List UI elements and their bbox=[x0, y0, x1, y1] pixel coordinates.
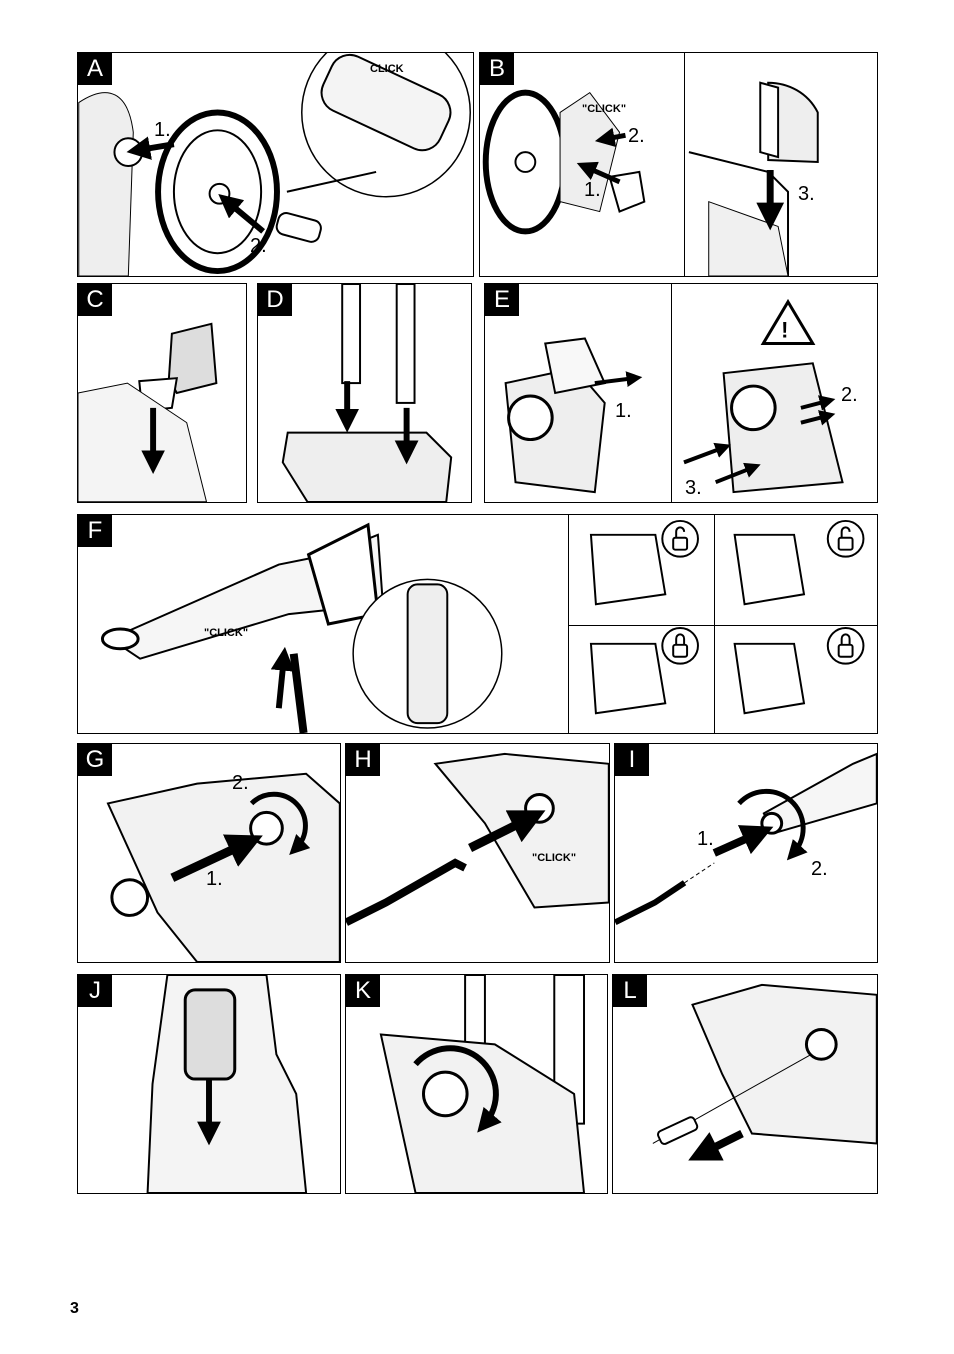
padlock-open-icon bbox=[661, 519, 699, 558]
panel-letter: B bbox=[480, 53, 514, 85]
detergent-bottle-illustration bbox=[146, 975, 308, 1193]
garden-hose-coupling-illustration bbox=[106, 772, 340, 962]
high-pressure-hose-illustration bbox=[346, 752, 609, 926]
panel-letter: L bbox=[613, 975, 647, 1007]
panel-letter: I bbox=[615, 744, 649, 776]
step-number: 1. bbox=[615, 400, 632, 422]
pressure-dial-illustration bbox=[379, 975, 586, 1193]
panel-l: L bbox=[612, 974, 878, 1194]
wheel-illustration bbox=[78, 53, 471, 276]
step-number: 1. bbox=[206, 868, 223, 890]
panel-letter: C bbox=[78, 284, 112, 316]
rotate-arrow-icon bbox=[413, 1045, 502, 1133]
panel-a: A 1. 2. CLICK bbox=[77, 52, 474, 277]
panel-i: I 1. 2. bbox=[614, 743, 878, 963]
panel-letter: K bbox=[346, 975, 380, 1007]
nozzle-attach-illustration bbox=[615, 752, 877, 926]
divider bbox=[671, 284, 672, 502]
step-number: 3. bbox=[798, 183, 815, 205]
panel-k: K bbox=[345, 974, 608, 1194]
panel-e: ! E 1. 2. 3. bbox=[484, 283, 878, 503]
panel-h: H "CLICK" bbox=[345, 743, 610, 963]
click-label: CLICK bbox=[370, 63, 404, 75]
panel-j: J bbox=[77, 974, 341, 1194]
spray-gun-illustration bbox=[100, 519, 865, 733]
step-number: 1. bbox=[584, 179, 601, 201]
click-label: "CLICK" bbox=[582, 103, 627, 115]
handle-insertion-illustration bbox=[281, 284, 453, 502]
step-number: 2. bbox=[811, 858, 828, 880]
divider bbox=[568, 515, 569, 733]
panel-letter: D bbox=[258, 284, 292, 316]
panel-d: D bbox=[257, 283, 472, 503]
step-number: 2. bbox=[232, 772, 249, 794]
handle-screw-illustration: ! bbox=[504, 298, 844, 494]
step-number: 2. bbox=[628, 125, 645, 147]
step-number: 1. bbox=[154, 119, 171, 141]
panel-letter: E bbox=[485, 284, 519, 316]
click-label: "CLICK" bbox=[532, 852, 577, 864]
panel-f: F "CLICK" bbox=[77, 514, 878, 734]
divider bbox=[568, 625, 877, 626]
step-number: 1. bbox=[697, 828, 714, 850]
panel-letter: G bbox=[78, 744, 112, 776]
step-number: 2. bbox=[841, 384, 858, 406]
panel-letter: F bbox=[78, 515, 112, 547]
panel-b: B 2. 1. 3. "CLICK" bbox=[479, 52, 878, 277]
holder-illustration bbox=[482, 81, 819, 276]
padlock-closed-icon bbox=[826, 626, 865, 665]
panel-letter: J bbox=[78, 975, 112, 1007]
divider bbox=[684, 53, 685, 276]
step-number: 2. bbox=[250, 235, 267, 257]
panel-g: G 2. 1. bbox=[77, 743, 341, 963]
panel-letter: A bbox=[78, 53, 112, 85]
accessory-holder-illustration bbox=[78, 322, 218, 502]
panel-letter: H bbox=[346, 744, 380, 776]
padlock-open-icon bbox=[826, 519, 865, 558]
divider bbox=[714, 515, 715, 733]
panel-c: C bbox=[77, 283, 247, 503]
warning-triangle-icon: ! bbox=[781, 318, 788, 343]
inlet-filter-illustration bbox=[652, 983, 877, 1161]
page-number: 3 bbox=[70, 1300, 79, 1317]
padlock-closed-icon bbox=[661, 626, 699, 665]
step-number: 3. bbox=[685, 477, 702, 499]
click-label: "CLICK" bbox=[204, 627, 249, 639]
